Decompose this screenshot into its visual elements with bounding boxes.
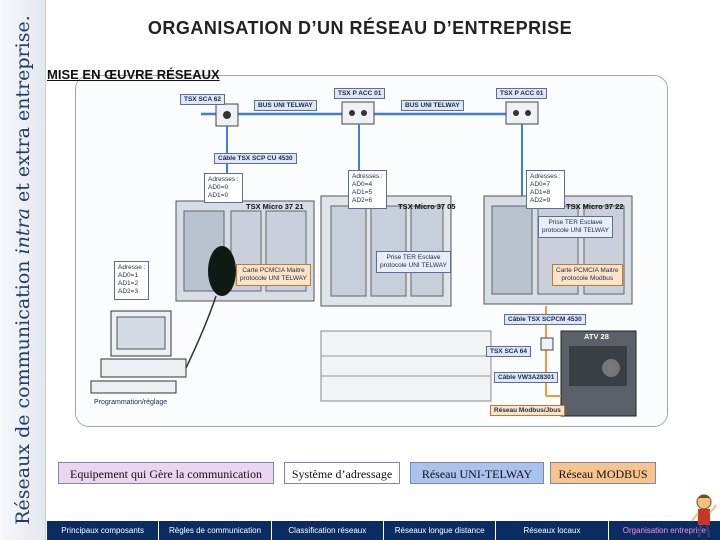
nav-regles-communication[interactable]: Règles de communication bbox=[159, 521, 272, 540]
label-tsx-pacc01-b: TSX P ACC 01 bbox=[496, 88, 548, 99]
legend-addressing-label: Système d’adressage bbox=[291, 467, 393, 481]
nav-organisation-entreprise[interactable]: Organisation entreprise bbox=[622, 526, 706, 535]
note-pcmcia-unitelway: Carte PCMCIA Maitre protocole UNI TELWAY bbox=[236, 264, 311, 286]
network-diagram: TSX SCA 62 TSX P ACC 01 TSX P ACC 01 BUS… bbox=[75, 75, 668, 427]
legend-addressing: Système d’adressage bbox=[284, 462, 400, 484]
address-block-left: Adresses : AD0=0 AD1=0 bbox=[204, 173, 243, 204]
legend-modbus-label: Réseau MODBUS bbox=[558, 467, 648, 481]
label-atv28: ATV 28 bbox=[584, 332, 609, 341]
label-tsx-pacc01-a: TSX P ACC 01 bbox=[334, 88, 386, 99]
mascot-icon bbox=[691, 494, 717, 538]
label-modbus-net: Réseau Modbus/Jbus bbox=[490, 405, 565, 416]
legend-equipment-label: Equipement qui Gère la communication bbox=[70, 467, 262, 481]
label-plc-3705: TSX Micro 37 05 bbox=[398, 202, 456, 211]
nav-reseaux-locaux[interactable]: Réseaux locaux bbox=[496, 521, 609, 540]
label-cable-vw3: Câble VW3A28301 bbox=[494, 372, 559, 383]
note-prise-ter-1: Prise TER Esclave protocole UNI TELWAY bbox=[538, 216, 613, 238]
page-subtitle: MISE EN ŒUVRE RÉSEAUX bbox=[47, 67, 220, 82]
junction-box-pacc01-b bbox=[505, 101, 539, 125]
bottom-navbar: Principaux composants Règles de communic… bbox=[47, 521, 720, 540]
junction-box-pacc01-a bbox=[341, 101, 375, 125]
nav-classification-reseaux[interactable]: Classification réseaux bbox=[272, 521, 384, 540]
label-bus-unitelway-1: BUS UNI TELWAY bbox=[254, 100, 317, 111]
page-title: ORGANISATION D’UN RÉSEAU D’ENTREPRISE bbox=[147, 18, 573, 38]
legend-unitelway: Réseau UNI-TELWAY bbox=[410, 462, 544, 484]
label-plc-3722: TSX Micro 37 22 bbox=[566, 202, 624, 211]
terminal-rack bbox=[320, 330, 492, 402]
note-pcmcia-modbus: Carte PCMCIA Maitre protocole Modbus bbox=[552, 264, 623, 286]
pc-base bbox=[100, 358, 187, 378]
address-block-right: Adresses : AD0=7 AD1=8 AD2=9 bbox=[526, 170, 565, 209]
legend-equipment: Equipement qui Gère la communication bbox=[58, 462, 274, 484]
legend-modbus: Réseau MODBUS bbox=[550, 462, 656, 484]
label-tsx-sca64: TSX SCA 64 bbox=[486, 346, 531, 357]
side-title: Réseaux de communication intra et extra … bbox=[12, 15, 34, 525]
pc-caption: Programmation/réglage bbox=[94, 399, 168, 406]
pc-keyboard bbox=[90, 380, 177, 394]
address-block-lower-left: Adresse : AD0=1 AD1=2 AD2=3 bbox=[114, 261, 150, 300]
label-tsx-sca62: TSX SCA 62 bbox=[180, 94, 225, 105]
address-block-mid: Adresses : AD0=4 AD1=5 AD2=6 bbox=[348, 170, 387, 209]
side-band bbox=[0, 0, 46, 540]
nav-principaux-composants[interactable]: Principaux composants bbox=[47, 521, 160, 540]
label-cable-scp: Câble TSX SCP CU 4530 bbox=[214, 153, 297, 164]
label-plc-3721: TSX Micro 37 21 bbox=[246, 202, 304, 211]
label-cable-scpcm: Câble TSX SCPCM 4530 bbox=[504, 314, 586, 325]
note-prise-ter-2: Prise TER Esclave protocole UNI TELWAY bbox=[376, 251, 451, 273]
label-bus-unitelway-2: BUS UNI TELWAY bbox=[401, 100, 464, 111]
pcmcia-card bbox=[208, 246, 236, 296]
legend-unitelway-label: Réseau UNI-TELWAY bbox=[421, 467, 533, 481]
diagram-drawing bbox=[76, 76, 667, 426]
nav-reseaux-longue-distance[interactable]: Réseaux longue distance bbox=[384, 521, 497, 540]
